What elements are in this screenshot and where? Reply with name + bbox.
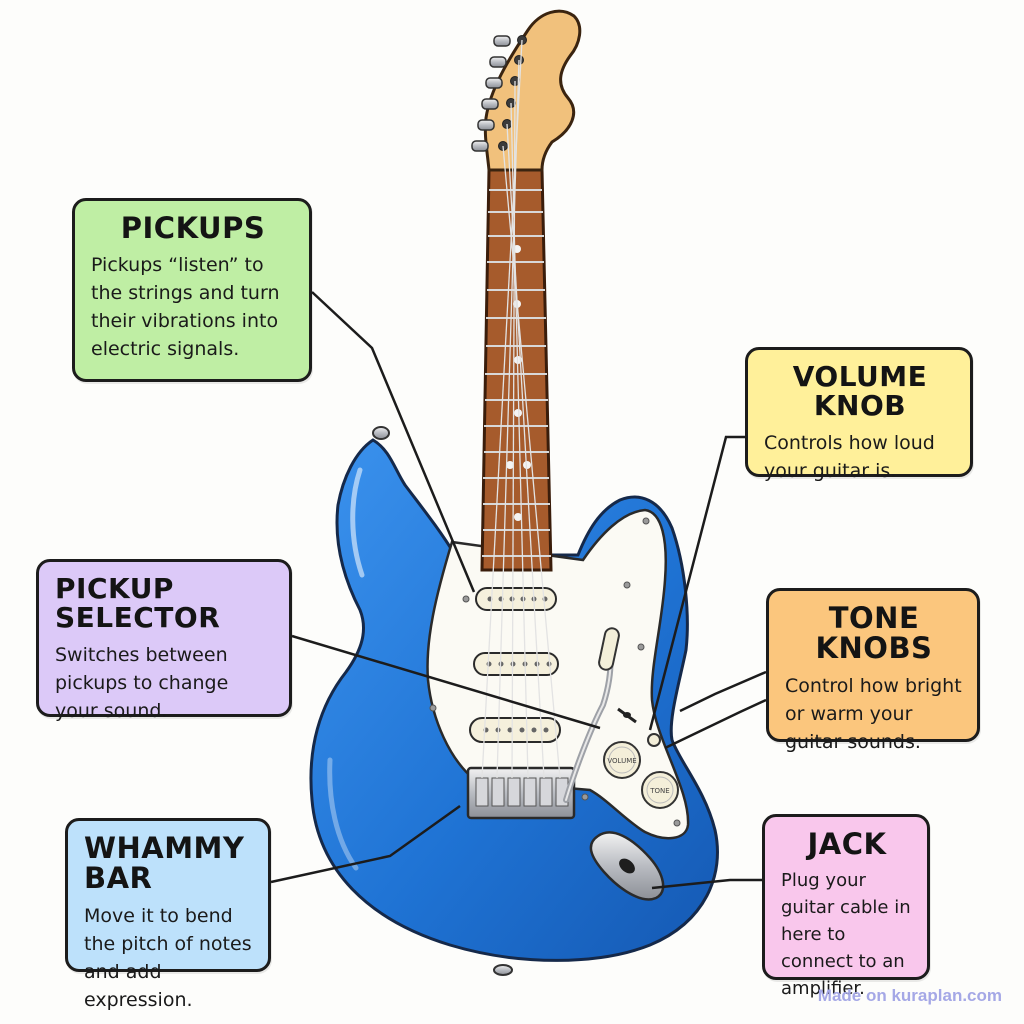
callout-jack-title: JACK xyxy=(807,827,887,861)
leader-tone-upper xyxy=(679,670,767,713)
callout-pickups-title: PICKUPS xyxy=(120,211,266,245)
guitar-neck xyxy=(480,168,553,572)
callout-pickup-selector-title: PICKUP SELECTOR xyxy=(55,572,221,635)
strings xyxy=(481,39,561,779)
bridge xyxy=(466,766,576,820)
output-jack xyxy=(589,831,665,901)
callout-volume-knob: VOLUME KNOB Controls how loud your guita… xyxy=(745,347,973,482)
callout-volume-knob-body: Controls how loud your guitar is. xyxy=(764,431,935,482)
tuning-pegs xyxy=(471,35,511,152)
callout-tone-knobs-title: TONE KNOBS xyxy=(815,601,933,666)
volume-knob: VOLUME xyxy=(603,741,641,779)
whammy-bar-arm xyxy=(563,627,620,803)
callout-jack: JACK Plug your guitar cable in here to c… xyxy=(762,814,930,999)
callout-tone-knobs-body: Control how bright or warm your guitar s… xyxy=(785,674,962,753)
strap-button-bottom xyxy=(493,964,513,976)
tone-knob: TONE xyxy=(641,771,679,809)
pickguard-screws xyxy=(429,517,681,827)
watermark[interactable]: Made on kuraplan.com xyxy=(817,986,1002,1005)
callout-whammy-bar: WHAMMY BAR Move it to bend the pitch of … xyxy=(65,818,271,1011)
leader-tone-lower xyxy=(664,698,767,750)
leader-lines xyxy=(270,291,767,890)
callout-whammy-bar-title: WHAMMY BAR xyxy=(84,831,245,896)
callout-pickup-selector-body: Switches between pickups to change your … xyxy=(55,643,229,722)
volume-knob-label: VOLUME xyxy=(607,757,636,765)
leader-selector xyxy=(291,634,601,730)
tone-knob-upper xyxy=(647,733,661,747)
leader-whammy xyxy=(270,804,461,884)
pickup-middle xyxy=(473,652,559,676)
callout-tone-knobs: TONE KNOBS Control how bright or warm yo… xyxy=(766,588,980,753)
callout-pickup-selector: PICKUP SELECTOR Switches between pickups… xyxy=(36,559,292,722)
tone-knob-label: TONE xyxy=(649,787,669,795)
callout-pickups-body: Pickups “listen” to the strings and turn… xyxy=(91,254,280,361)
callout-pickups: PICKUPS Pickups “listen” to the strings … xyxy=(72,198,312,382)
pickup-selector-switch xyxy=(617,707,637,724)
callout-whammy-bar-body: Move it to bend the pitch of notes and a… xyxy=(84,904,252,1011)
strap-button-top xyxy=(372,426,390,440)
headstock xyxy=(471,9,582,172)
callout-jack-body: Plug your guitar cable in here to connec… xyxy=(781,870,911,1000)
pickup-bridge xyxy=(469,717,561,743)
callout-volume-knob-title: VOLUME KNOB xyxy=(792,360,928,423)
leader-jack xyxy=(651,878,762,890)
leader-pickups xyxy=(311,291,476,593)
leader-volume xyxy=(648,435,745,731)
